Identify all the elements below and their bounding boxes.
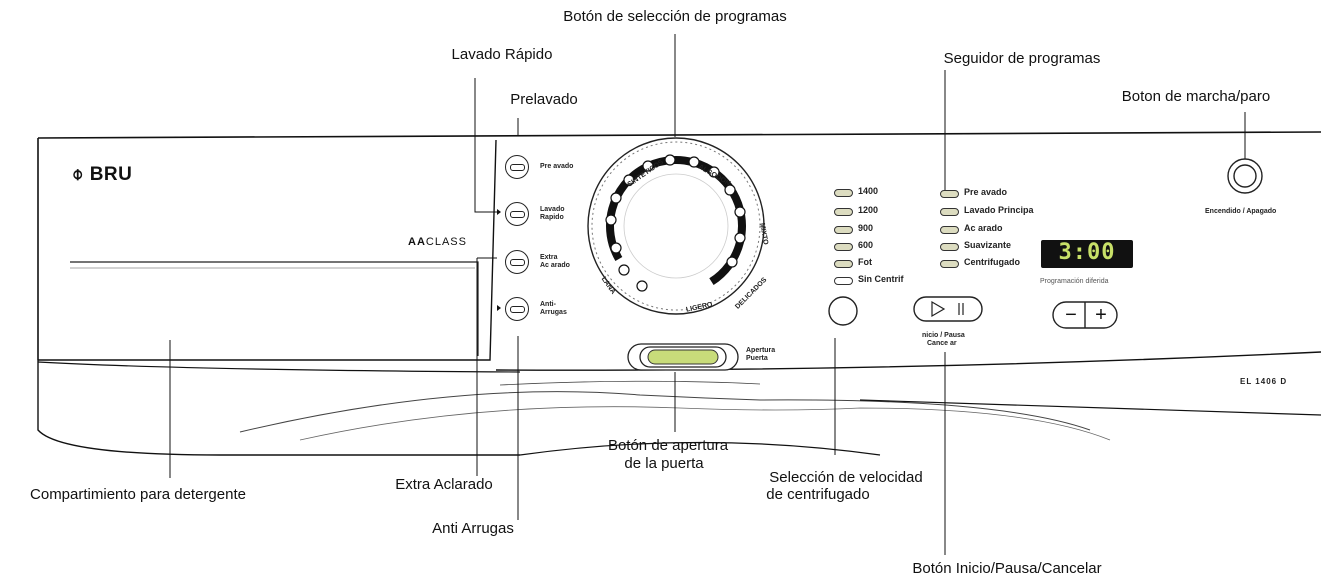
door-label-line2: Puerta bbox=[746, 355, 768, 362]
spin-led-1400 bbox=[834, 189, 853, 197]
energy-class-suffix: CLASS bbox=[425, 236, 467, 248]
callout-door-line1: Botón de apertura bbox=[607, 437, 729, 454]
extra-rinse-label-line1: Extra bbox=[540, 254, 558, 261]
anti-wrinkle-label-line2: Arrugas bbox=[540, 309, 567, 316]
stage-label-main-wash: Lavado Principa bbox=[964, 205, 1034, 215]
dial-program-icons bbox=[605, 154, 746, 292]
callout-on-off: Boton de marcha/paro bbox=[1121, 88, 1271, 105]
door-open-button[interactable] bbox=[627, 343, 739, 371]
plus-label: + bbox=[1095, 304, 1107, 326]
callout-prewash: Prelavado bbox=[510, 91, 578, 108]
stage-led-main-wash bbox=[940, 208, 959, 216]
energy-class-label: AACLASS bbox=[408, 236, 467, 248]
brand-name: BRU bbox=[89, 164, 133, 185]
stage-label-prewash: Pre avado bbox=[964, 187, 1008, 197]
energy-class: AA bbox=[408, 236, 426, 248]
spin-label-600: 600 bbox=[858, 240, 874, 250]
spin-speed-button[interactable] bbox=[828, 296, 858, 326]
extra-rinse-label-line2: Ac arado bbox=[540, 262, 570, 269]
start-pause-label-line2: Cance ar bbox=[927, 340, 957, 347]
stage-led-rinse bbox=[940, 226, 959, 234]
anti-wrinkle-label-line1: Anti- bbox=[540, 301, 556, 308]
detergent-drawer bbox=[70, 261, 479, 356]
spin-led-no-spin bbox=[834, 277, 853, 285]
minus-plus-buttons[interactable] bbox=[1052, 301, 1118, 329]
start-pause-label-line1: nicio / Pausa bbox=[922, 332, 965, 339]
spin-label-900: 900 bbox=[858, 223, 874, 233]
spin-led-1200 bbox=[834, 208, 853, 216]
anti-wrinkle-button[interactable] bbox=[505, 297, 529, 321]
power-button[interactable] bbox=[1227, 158, 1263, 194]
stage-led-softener bbox=[940, 243, 959, 251]
callout-spin-line2: de centrifugado bbox=[766, 486, 870, 503]
callout-program-selector: Botón de selección de programas bbox=[563, 8, 787, 25]
callout-program-tracker: Seguidor de programas bbox=[943, 50, 1101, 67]
start-pause-button[interactable] bbox=[913, 296, 983, 322]
callout-quick-wash: Lavado Rápido bbox=[451, 46, 553, 63]
spin-label-1200: 1200 bbox=[858, 205, 879, 215]
callout-door-line2: de la puerta bbox=[624, 455, 704, 472]
stage-led-spin bbox=[940, 260, 959, 268]
prewash-button[interactable] bbox=[505, 155, 529, 179]
door-label-line1: Apertura bbox=[746, 347, 776, 354]
delay-label: Programación diferida bbox=[1040, 278, 1109, 285]
minus-label: − bbox=[1065, 304, 1077, 326]
extra-rinse-button[interactable] bbox=[505, 250, 529, 274]
callout-anti-wrinkle: Anti Arrugas bbox=[432, 520, 514, 537]
time-display: 3:00 bbox=[1041, 240, 1133, 268]
stage-label-softener: Suavizante bbox=[964, 240, 1012, 250]
callout-extra-rinse: Extra Aclarado bbox=[395, 476, 493, 493]
spin-led-600 bbox=[834, 243, 853, 251]
stage-led-prewash bbox=[940, 190, 959, 198]
power-label: Encendido / Apagado bbox=[1205, 208, 1277, 215]
prewash-label: Pre avado bbox=[540, 163, 574, 170]
callout-start-pause: Botón Inicio/Pausa/Cancelar bbox=[912, 560, 1102, 577]
spin-label-1400: 1400 bbox=[858, 186, 879, 196]
callout-spin-line1: Selección de velocidad bbox=[769, 469, 923, 486]
spin-label-no-spin: Sin Centrif bbox=[858, 274, 904, 284]
quick-wash-button[interactable] bbox=[505, 202, 529, 226]
callout-detergent: Compartimiento para detergente bbox=[30, 486, 246, 503]
spin-label-fot: Fot bbox=[858, 257, 872, 267]
brand-logo: ⌽ BRU bbox=[72, 164, 132, 186]
model-number: EL 1406 D bbox=[1240, 377, 1288, 386]
spin-led-fot bbox=[834, 260, 853, 268]
stage-label-rinse: Ac arado bbox=[964, 223, 1003, 233]
quick-wash-label-line2: Rapido bbox=[540, 214, 564, 221]
spin-led-900 bbox=[834, 226, 853, 234]
brand-power-icon: ⌽ bbox=[72, 164, 90, 185]
stage-label-spin: Centrifugado bbox=[964, 257, 1020, 267]
quick-wash-label-line1: Lavado bbox=[540, 206, 565, 213]
